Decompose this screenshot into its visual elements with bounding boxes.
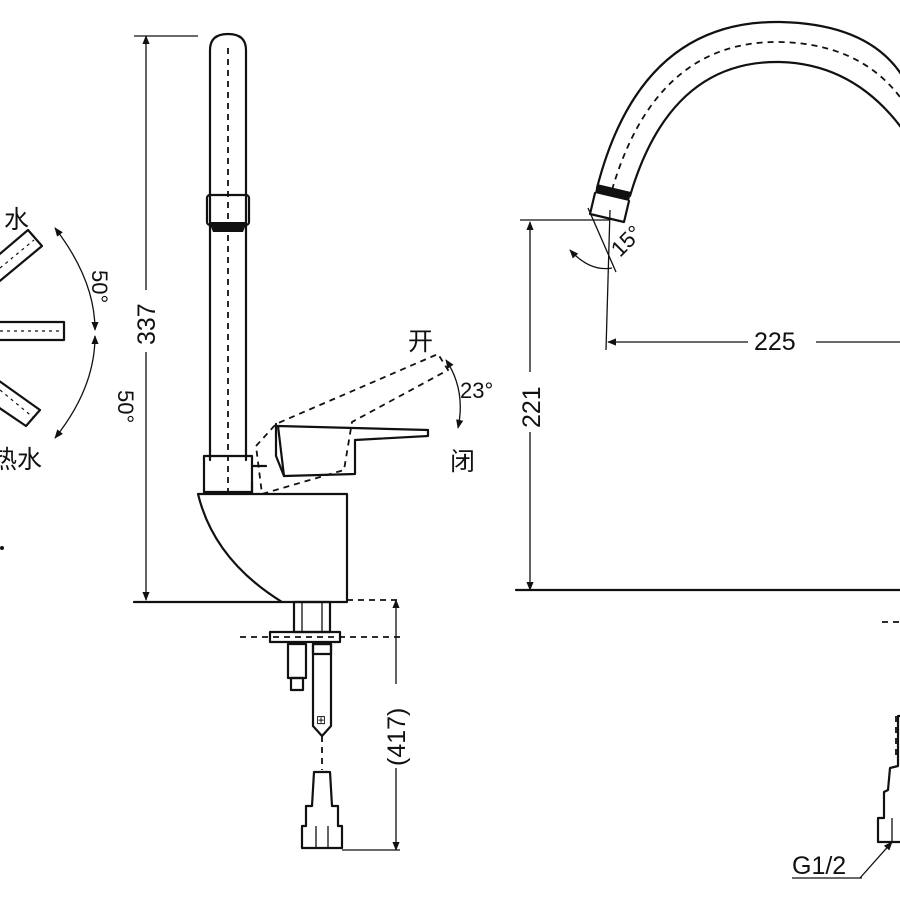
dim-height-total: 337 bbox=[133, 303, 161, 345]
fixing-rod bbox=[286, 642, 308, 680]
rotation-angle-upper: 50° bbox=[87, 270, 112, 303]
handle-angle: 23° bbox=[460, 378, 493, 403]
closed-label: 闭 bbox=[450, 448, 475, 476]
hose-mark-icon: ⊞ bbox=[316, 713, 326, 727]
thread-leader bbox=[859, 841, 893, 879]
rotation-arc-lower bbox=[54, 335, 99, 439]
rotation-top-view: 50° 50° 水 热水 bbox=[0, 206, 138, 550]
center-pipe-outline bbox=[0, 320, 66, 342]
right-hose-connector bbox=[876, 714, 900, 844]
cold-water-label: 水 bbox=[4, 206, 29, 234]
spout-arc-inner bbox=[628, 60, 900, 198]
aerator-outlet bbox=[209, 222, 247, 232]
spout-tube bbox=[208, 32, 248, 462]
dim-below-deck: (417) bbox=[383, 708, 411, 766]
rotation-arc-upper bbox=[54, 227, 99, 331]
shank bbox=[292, 600, 332, 634]
aerator-ring bbox=[205, 193, 251, 227]
rotation-angle-lower: 50° bbox=[113, 390, 138, 423]
dim-spout-height: 221 bbox=[518, 386, 546, 428]
front-view: 15° 225 221 G1/2 bbox=[514, 20, 900, 880]
side-view: 23° 开 闭 337 ⊞ (417) bbox=[132, 32, 493, 851]
spout-angle-arc bbox=[569, 249, 613, 270]
spout-collar bbox=[202, 454, 254, 494]
handle-closed bbox=[276, 424, 430, 478]
thread-size: G1/2 bbox=[792, 852, 846, 880]
handle-angle-arc bbox=[445, 359, 464, 429]
spout-tip bbox=[588, 191, 631, 224]
hot-pipe-outline bbox=[0, 380, 42, 428]
dim-reach: 225 bbox=[754, 328, 796, 356]
open-label: 开 bbox=[408, 328, 433, 356]
cold-pipe-outline bbox=[0, 228, 44, 283]
spout-arc-outer bbox=[595, 20, 900, 190]
spout-aerator-band bbox=[595, 184, 631, 201]
stray-dot bbox=[0, 546, 4, 550]
faucet-body bbox=[196, 492, 349, 604]
spout-arc-centerline bbox=[611, 41, 900, 191]
handle-open bbox=[255, 352, 450, 496]
hot-water-label: 热水 bbox=[0, 446, 42, 474]
spout-angle: 15° bbox=[606, 220, 647, 261]
hose-connector bbox=[300, 770, 344, 850]
